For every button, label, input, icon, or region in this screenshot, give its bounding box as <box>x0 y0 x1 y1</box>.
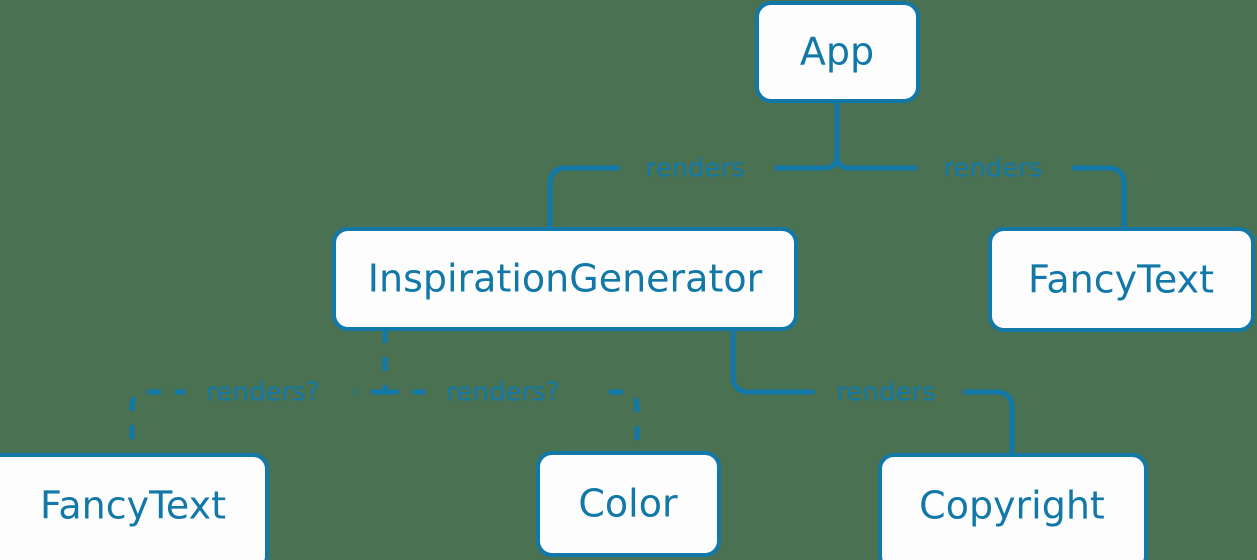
node-label-fancytext-right: FancyText <box>1028 258 1214 302</box>
node-inspirationgenerator[interactable]: InspirationGenerator <box>332 227 798 331</box>
node-color[interactable]: Color <box>536 451 721 557</box>
node-box-color[interactable] <box>536 451 721 557</box>
node-label-app: App <box>800 30 874 74</box>
edge-label-inspirationgenerator-copyright: renders <box>836 378 935 408</box>
edge-label-inspirationgenerator-fancytext: renders? <box>206 378 319 408</box>
node-copyright[interactable]: Copyright <box>878 453 1148 560</box>
edge-inspirationgenerator-fancytext <box>129 389 385 455</box>
edge-label-app-fancytext: renders <box>943 154 1042 184</box>
node-label-fancytext-left: FancyText <box>40 484 226 528</box>
node-app[interactable]: App <box>755 1 920 103</box>
node-label-inspirationgenerator: InspirationGenerator <box>368 257 763 301</box>
node-box-fancytext-left[interactable] <box>0 453 269 560</box>
edge-app-trunk-left <box>822 98 840 171</box>
edge-label-app-inspirationgenerator: renders <box>645 154 744 184</box>
node-box-app[interactable] <box>755 1 920 103</box>
edge-inspirationgenerator-color <box>385 389 640 453</box>
node-fancytext-left[interactable]: FancyText <box>0 453 269 560</box>
node-label-copyright: Copyright <box>919 484 1105 528</box>
edge-label-group: renders renders renders? renders? render… <box>206 154 1042 408</box>
node-box-inspirationgenerator[interactable] <box>332 227 798 331</box>
node-box-fancytext-right[interactable] <box>988 227 1255 332</box>
edge-app-inspirationgenerator <box>547 165 828 232</box>
edge-label-backplates <box>185 152 1072 408</box>
node-fancytext-right[interactable]: FancyText <box>988 227 1255 332</box>
node-label-color: Color <box>578 482 678 526</box>
edge-label-inspirationgenerator-color: renders? <box>446 378 559 408</box>
edge-app-fancytext <box>846 165 1127 232</box>
node-box-copyright[interactable] <box>878 453 1148 560</box>
